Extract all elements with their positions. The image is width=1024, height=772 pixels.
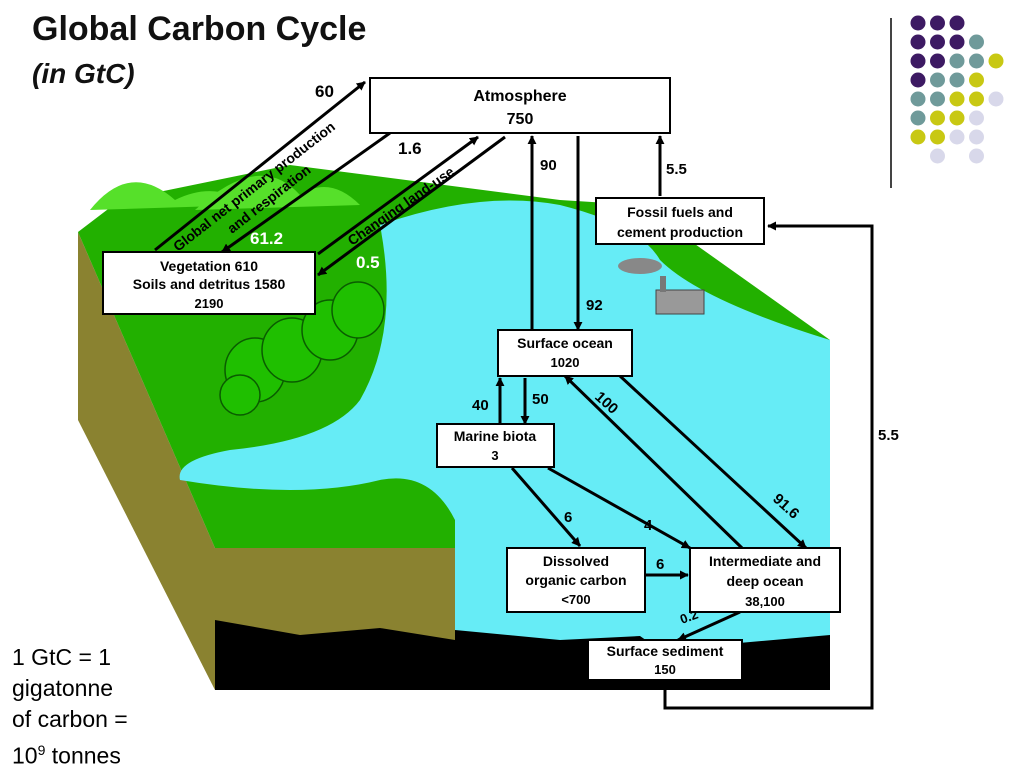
flow-biota-doc: 6 <box>564 509 572 526</box>
decor-dot-lavender <box>988 91 1004 107</box>
flow-doc-deep: 6 <box>656 556 664 573</box>
surface-sediment-box: Surface sediment 150 <box>587 639 743 681</box>
marine-biota-name: Marine biota <box>454 428 537 444</box>
flow-landuse-down: 0.5 <box>356 253 380 272</box>
flow-biota-up: 40 <box>472 397 489 414</box>
decorative-dot-grid <box>910 15 1004 164</box>
decor-dot-teal <box>910 91 926 107</box>
arrow-deep-sediment <box>677 610 741 642</box>
arrow-npp-up <box>154 80 366 252</box>
flow-arrows <box>154 80 874 710</box>
doc-line2: organic carbon <box>525 572 626 588</box>
flow-ocean-down: 92 <box>586 297 603 314</box>
flow-biota-deep: 4 <box>644 517 653 534</box>
vegetation-line1: Vegetation 610 <box>160 258 258 274</box>
soil-left-face <box>78 232 215 690</box>
decor-dot-teal <box>949 53 965 69</box>
flow-biota-down: 50 <box>532 391 549 408</box>
decor-dot-teal <box>930 72 945 88</box>
sediment-layer <box>215 620 455 690</box>
forest <box>219 281 385 416</box>
vegetation-line3: 2190 <box>195 296 224 311</box>
fossil-line2: cement production <box>617 224 743 240</box>
page-subtitle: (in GtC) <box>32 58 135 89</box>
arrow-sediment-loop <box>663 221 874 710</box>
decor-dot-yellow <box>930 129 945 145</box>
decor-dot-yellow <box>949 110 965 126</box>
decor-dot-lavender <box>969 110 984 126</box>
unit-note-line3: of carbon = <box>12 706 128 732</box>
unit-note-exponent: 9 <box>37 742 46 758</box>
decor-dot-yellow <box>969 91 984 107</box>
decor-dot-teal <box>930 91 945 107</box>
decor-dot-purple <box>930 53 945 69</box>
marine-biota-box: Marine biota 3 <box>436 423 555 468</box>
atmosphere-box: Atmosphere 750 <box>369 77 671 134</box>
unit-note: 1 GtC = 1 gigatonne of carbon = 109 tonn… <box>12 642 128 772</box>
flow-ocean-up: 90 <box>540 157 557 174</box>
atmosphere-name: Atmosphere <box>473 88 566 105</box>
arrow-landuse-up <box>317 135 479 256</box>
deep-ocean-line2: deep ocean <box>726 573 803 589</box>
surface-ocean-box: Surface ocean 1020 <box>497 329 633 377</box>
decor-dot-teal <box>949 72 965 88</box>
decor-dot-yellow <box>988 53 1004 69</box>
unit-note-line2: gigatonne <box>12 675 114 701</box>
decor-dot-purple <box>930 15 945 31</box>
decor-dot-purple <box>910 34 926 50</box>
decor-dot-yellow <box>949 91 965 107</box>
decor-dot-purple <box>910 72 926 88</box>
vegetation-box: Vegetation 610 Soils and detritus 1580 2… <box>102 251 316 315</box>
decor-dot-teal <box>969 53 984 69</box>
decor-dot-yellow <box>969 72 984 88</box>
flow-landuse-up: 1.6 <box>398 139 422 158</box>
surface-ocean-value: 1020 <box>551 355 580 370</box>
decor-dot-purple <box>910 53 926 69</box>
divider-line <box>890 18 892 188</box>
decor-dot-purple <box>910 15 926 31</box>
arrow-biota-deep <box>547 466 691 550</box>
arrow-deep-up <box>563 374 744 550</box>
doc-line1: Dissolved <box>543 553 609 569</box>
factory-icon <box>618 258 705 315</box>
surface-sediment-value: 150 <box>654 662 676 677</box>
arrow-npp-down <box>221 131 391 254</box>
deep-ocean-box: Intermediate and deep ocean 38,100 <box>689 547 841 613</box>
unit-note-base: 10 <box>12 742 38 769</box>
decor-dot-teal <box>910 110 926 126</box>
deep-ocean-line1: Intermediate and <box>709 553 821 569</box>
decor-dot-lavender <box>949 129 965 145</box>
arrow-biota-doc <box>510 467 582 547</box>
decor-dot-lavender <box>969 129 984 145</box>
fossil-line1: Fossil fuels and <box>627 204 733 220</box>
decor-dot-yellow <box>930 110 945 126</box>
fossil-box: Fossil fuels and cement production <box>595 197 765 245</box>
flow-npp-up: 60 <box>315 82 334 101</box>
decor-dot-purple <box>930 34 945 50</box>
decor-dot-teal <box>969 34 984 50</box>
marine-biota-value: 3 <box>491 448 498 463</box>
vegetation-line2: Soils and detritus 1580 <box>133 276 286 292</box>
decor-dot-lavender <box>969 148 984 164</box>
flow-fossil-loop: 5.5 <box>878 427 899 444</box>
surface-sediment-name: Surface sediment <box>607 643 724 659</box>
doc-line3: <700 <box>561 592 590 607</box>
arrow-deep-down <box>618 374 808 550</box>
decor-dot-purple <box>949 15 965 31</box>
atmosphere-value: 750 <box>507 111 534 128</box>
decor-dot-lavender <box>930 148 945 164</box>
unit-note-line1: 1 GtC = 1 <box>12 644 112 670</box>
flow-npp-down: 61.2 <box>250 229 283 248</box>
unit-note-rest: tonnes <box>45 742 121 769</box>
decor-dot-purple <box>949 34 965 50</box>
deep-ocean-line3: 38,100 <box>745 594 785 609</box>
decor-dot-yellow <box>910 129 926 145</box>
surface-ocean-name: Surface ocean <box>517 335 613 351</box>
arrow-landuse-down <box>317 135 506 277</box>
flow-fossil-up: 5.5 <box>666 161 687 178</box>
page-title: Global Carbon Cycle <box>32 10 367 48</box>
dissolved-organic-carbon-box: Dissolved organic carbon <700 <box>506 547 646 613</box>
unit-note-line4: 109 tonnes <box>12 735 128 772</box>
